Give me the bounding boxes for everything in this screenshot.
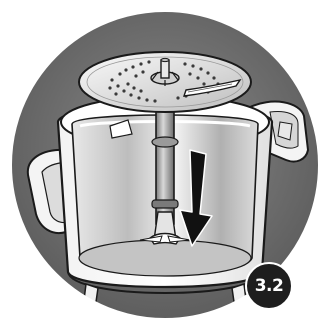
- step-number-label: 3.2: [255, 276, 284, 296]
- grating-disc: [79, 52, 251, 112]
- step-number-badge: 3.2: [245, 262, 293, 310]
